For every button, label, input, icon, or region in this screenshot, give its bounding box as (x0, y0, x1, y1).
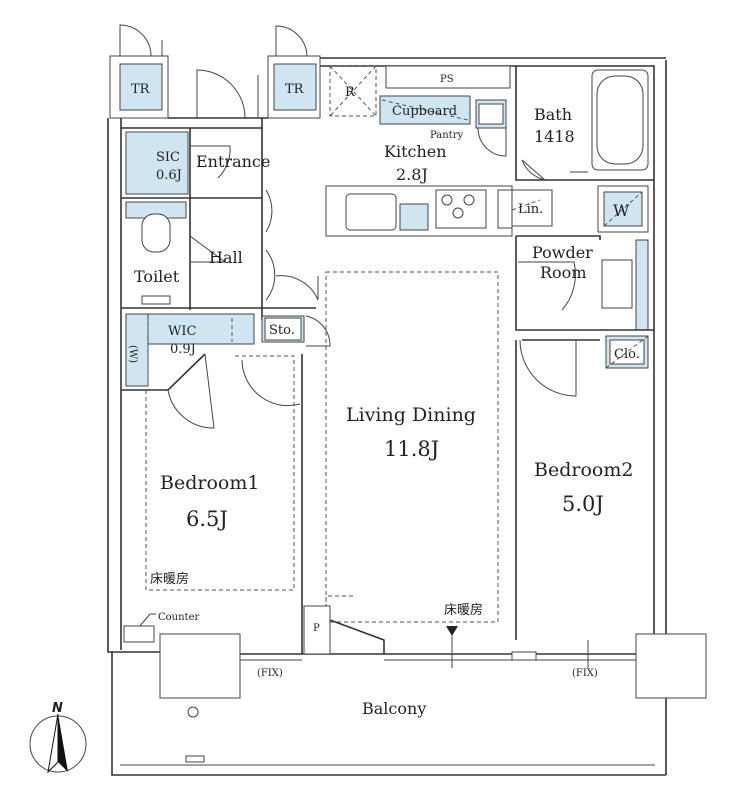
cupboard-label: Cupboard (392, 104, 457, 119)
linen-label: Lin. (518, 202, 543, 217)
window-line (112, 605, 707, 763)
ps-label: PS (440, 74, 454, 85)
wic-size: 0.9J (170, 342, 196, 357)
balcony-label: Balcony (362, 699, 426, 718)
bedroom2-label: Bedroom2 (534, 459, 633, 481)
fix-window-left: (FIX) (257, 668, 283, 679)
tr-right-unit (267, 25, 321, 119)
wic-w-label: (W) (127, 345, 138, 363)
bath-size: 1418 (534, 127, 575, 146)
kitchen-label: Kitchen (384, 142, 447, 161)
pipe-space-label: P (313, 623, 320, 634)
sic-label: SIC (156, 150, 180, 165)
hall-label: Hall (209, 248, 243, 267)
sic-size: 0.6J (156, 168, 182, 183)
toilet-label: Toilet (134, 267, 180, 286)
tr-right-label: TR (285, 82, 305, 97)
counter-label: Counter (158, 612, 199, 623)
living-dining-label: Living Dining (346, 404, 476, 426)
tr-left-label: TR (131, 82, 151, 97)
north-compass (29, 713, 87, 774)
kitchen-size: 2.8J (396, 165, 428, 184)
kitchen-area (325, 65, 513, 237)
storage-label: Sto. (269, 323, 295, 338)
powder-room-label-2: Room (540, 263, 586, 282)
entrance-door (168, 69, 268, 119)
floor-heating-bedroom1: 床暖房 (150, 571, 189, 587)
floor-heating-living: 床暖房 (444, 602, 483, 618)
powder-room-label-1: Powder (532, 243, 593, 262)
washer-label: W (613, 201, 630, 220)
bedroom1-size: 6.5J (186, 507, 228, 531)
pantry-label: Pantry (430, 130, 463, 141)
left-rooms (121, 118, 331, 429)
closet-label: Clo. (614, 347, 640, 362)
wic-label: WIC (168, 324, 196, 339)
bedroom2-size: 5.0J (562, 492, 604, 516)
bath-area (515, 66, 654, 181)
entrance-label: Entrance (196, 152, 270, 171)
bedroom-zones (145, 355, 295, 591)
bath-label: Bath (534, 105, 572, 124)
bedroom1-label: Bedroom1 (160, 472, 259, 494)
living-area (275, 271, 649, 654)
fix-window-right: (FIX) (572, 668, 598, 679)
refrigerator-label: R (345, 85, 356, 100)
tr-left-unit (109, 24, 169, 119)
powder-room-area (511, 185, 654, 331)
north-label: N (52, 701, 63, 716)
living-dining-size: 11.8J (384, 437, 439, 461)
